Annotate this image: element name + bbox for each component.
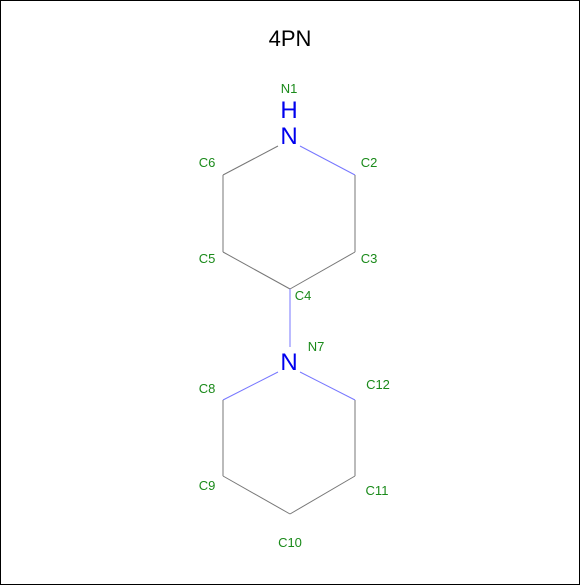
bond-c9-c10 bbox=[222, 475, 291, 515]
bond-c4-c5 bbox=[222, 251, 291, 290]
bond-n1-c2 bbox=[299, 145, 356, 176]
molecule-title: 4PN bbox=[269, 26, 312, 51]
bond-c12-n7 bbox=[299, 371, 356, 401]
atom-label-c2: C2 bbox=[361, 155, 378, 170]
bond-n7-c8 bbox=[222, 371, 279, 401]
atom-label-c12: C12 bbox=[366, 377, 390, 392]
atom-label-c10: C10 bbox=[278, 535, 302, 550]
atom-label-n7: N7 bbox=[308, 339, 325, 354]
bond-c3-c4 bbox=[289, 251, 356, 290]
atom-label-c4: C4 bbox=[295, 288, 312, 303]
atom-label-c8: C8 bbox=[199, 381, 216, 396]
atom-label-c3: C3 bbox=[361, 251, 378, 266]
atom-label-c9: C9 bbox=[199, 478, 216, 493]
bond-c10-c11 bbox=[289, 475, 356, 515]
bond-c6-n1 bbox=[222, 145, 279, 176]
atom-label-c11: C11 bbox=[366, 483, 389, 498]
atom-label-n1: N1 bbox=[281, 81, 298, 96]
atom-label-c5: C5 bbox=[199, 251, 216, 266]
bond-layer bbox=[222, 145, 356, 515]
n7-atom-symbol: N bbox=[280, 349, 297, 376]
n1-atom-symbol: N bbox=[280, 123, 297, 150]
n1-hydrogen-symbol: H bbox=[280, 97, 297, 124]
atom-label-c6: C6 bbox=[199, 155, 216, 170]
